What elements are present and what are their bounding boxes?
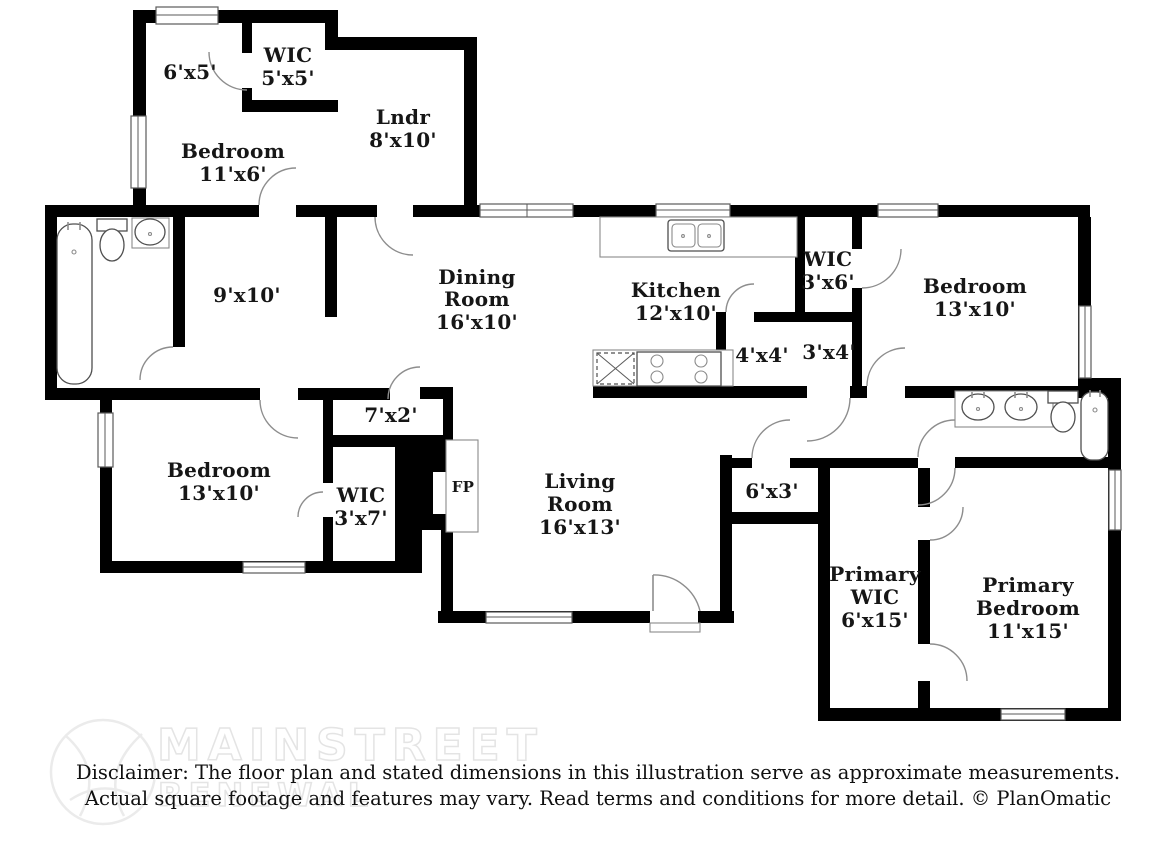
door-arc-bedroom-left [259,399,299,439]
label-wic-3x6: WIC [803,247,853,271]
label-fireplace: FP [452,478,475,496]
door-arc-bedroom-top [258,167,297,206]
label-closet-3x4: 3'x4' [802,340,856,364]
label-living-room-1: Living [544,469,615,493]
label-dining-room-1: Dining [438,265,515,289]
label-primary-bedroom-1: Primary [982,573,1075,597]
fireplace-icon [445,439,479,533]
window-icon [1078,305,1092,379]
disclaimer-line2: Actual square footage and features may v… [84,787,1111,810]
window-icon [1000,708,1066,721]
label-closet-4x4: 4'x4' [735,343,789,367]
window-icon [1108,469,1122,531]
window-icon [155,6,219,25]
fixtures [56,216,1109,533]
watermark-text-line2: RENEWAL [158,776,374,814]
label-dining-room-dims: 16'x10' [436,310,518,334]
label-dining-room-2: Room [444,287,510,311]
label-primary-bedroom-dims: 11'x15' [987,619,1069,643]
refrigerator-space-icon [596,352,635,385]
label-primary-wic-dims: 6'x15' [841,608,909,632]
sink-icon [131,217,170,249]
door-arc-wic3x7 [297,491,324,518]
label-bedroom-right: Bedroom [923,274,1027,298]
label-laundry-dims: 8'x10' [369,128,437,152]
room-labels: 6'x5' WIC 5'x5' Lndr 8'x10' Bedroom 11'x… [163,43,1080,643]
label-closet-6x3: 6'x3' [745,479,799,503]
door-arc-hall7x2 [387,366,421,400]
double-kitchen-sink-icon [667,219,725,252]
label-laundry: Lndr [376,105,430,129]
label-primary-wic-2: WIC [850,585,900,609]
label-bedroom-left-dims: 13'x10' [178,481,260,505]
stove-icon [636,351,722,387]
door-arc-wic3x6 [861,248,902,289]
label-bedroom-right-dims: 13'x10' [934,297,1016,321]
door-arc-primary-wic-lower [929,643,968,682]
window-icon [877,203,939,218]
label-closet-6x5: 6'x5' [163,60,217,84]
toilet-icon [1047,390,1079,433]
window-icon [242,561,306,574]
door-arc-bedroom-right [866,347,906,387]
door-arc-laundry [374,216,414,256]
front-door [649,574,701,633]
door-arc-closet6x3 [751,419,791,459]
label-wic-3x7-dims: 3'x7' [334,506,388,530]
window-icon [485,611,573,624]
label-bedroom-left: Bedroom [167,458,271,482]
label-wic-5x5-dims: 5'x5' [261,66,315,90]
mainstreet-renewal-watermark-logo-icon [49,718,157,826]
doors [139,51,968,682]
label-wic-3x7: WIC [336,483,386,507]
label-bedroom-top-dims: 11'x6' [199,162,267,186]
door-arc-primary-bedroom-entry [917,467,956,506]
door-arc-bathroom2 [917,419,956,458]
label-kitchen-dims: 12'x10' [635,301,717,325]
label-kitchen: Kitchen [631,278,721,302]
label-living-room-dims: 16'x13' [539,515,621,539]
bathtub-icon [1080,390,1109,461]
door-arc-bathroom1 [139,346,174,381]
window-icon [130,115,147,189]
toilet-icon [96,218,128,262]
label-bedroom-top: Bedroom [181,139,285,163]
door-arc-closet4x4 [725,283,755,313]
watermark-text-line1: MAINSTREET [157,720,544,771]
window-icon [97,412,114,468]
label-wic-3x6-dims: 3'x6' [801,270,855,294]
walls [45,10,1121,721]
label-primary-bedroom-2: Bedroom [976,596,1080,620]
double-vanity-icon [954,390,1054,428]
window-icon [655,203,731,218]
label-primary-wic-1: Primary [829,562,922,586]
label-living-room-2: Room [547,492,613,516]
windows [97,6,1122,721]
door-arc-closet3x4 [806,397,851,442]
bathtub-icon [56,222,93,385]
door-arc-wic5x5 [208,51,248,91]
label-hall-7x2: 7'x2' [364,403,418,427]
disclaimer-line1: Disclaimer: The floor plan and stated di… [76,761,1120,784]
label-wic-5x5: WIC [263,43,313,67]
door-arc-primary-wic-upper [929,506,964,541]
label-hall-9x10: 9'x10' [213,283,281,307]
window-icon [479,203,574,218]
